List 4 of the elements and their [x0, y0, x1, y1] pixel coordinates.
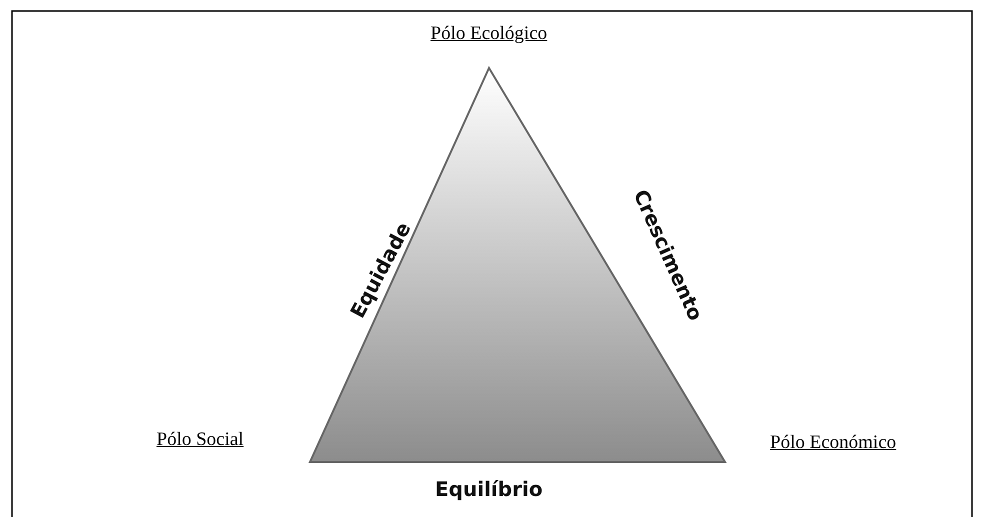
pole-label: Pólo Social	[156, 429, 244, 451]
side-label: Equilíbrio	[435, 477, 543, 501]
pole-label: Pólo Ecológico	[430, 23, 548, 45]
pole-label: Pólo Económico	[770, 432, 896, 454]
